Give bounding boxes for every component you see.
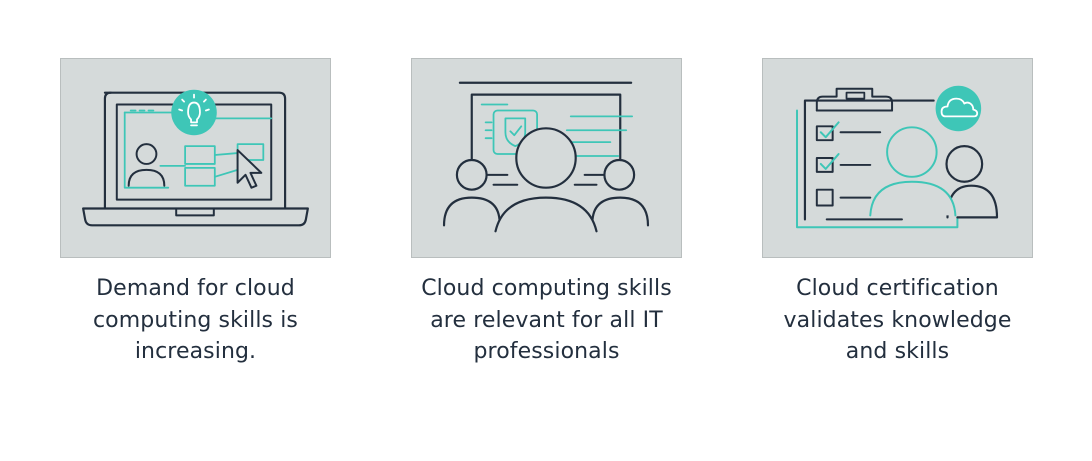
presentation-audience-icon: [411, 58, 682, 258]
card-caption: Demand for cloud computing skills is inc…: [92, 276, 298, 364]
clipboard-certification-icon: [762, 58, 1033, 258]
feature-card-relevance: Cloud computing skills are relevant for …: [411, 58, 682, 368]
card-caption: Cloud computing skills are relevant for …: [421, 276, 672, 364]
laptop-idea-icon: [60, 58, 331, 258]
card-caption: Cloud certification validates knowledge …: [783, 276, 1012, 364]
feature-card-certification: Cloud certification validates knowledge …: [762, 58, 1033, 368]
feature-card-demand: Demand for cloud computing skills is inc…: [60, 58, 331, 368]
